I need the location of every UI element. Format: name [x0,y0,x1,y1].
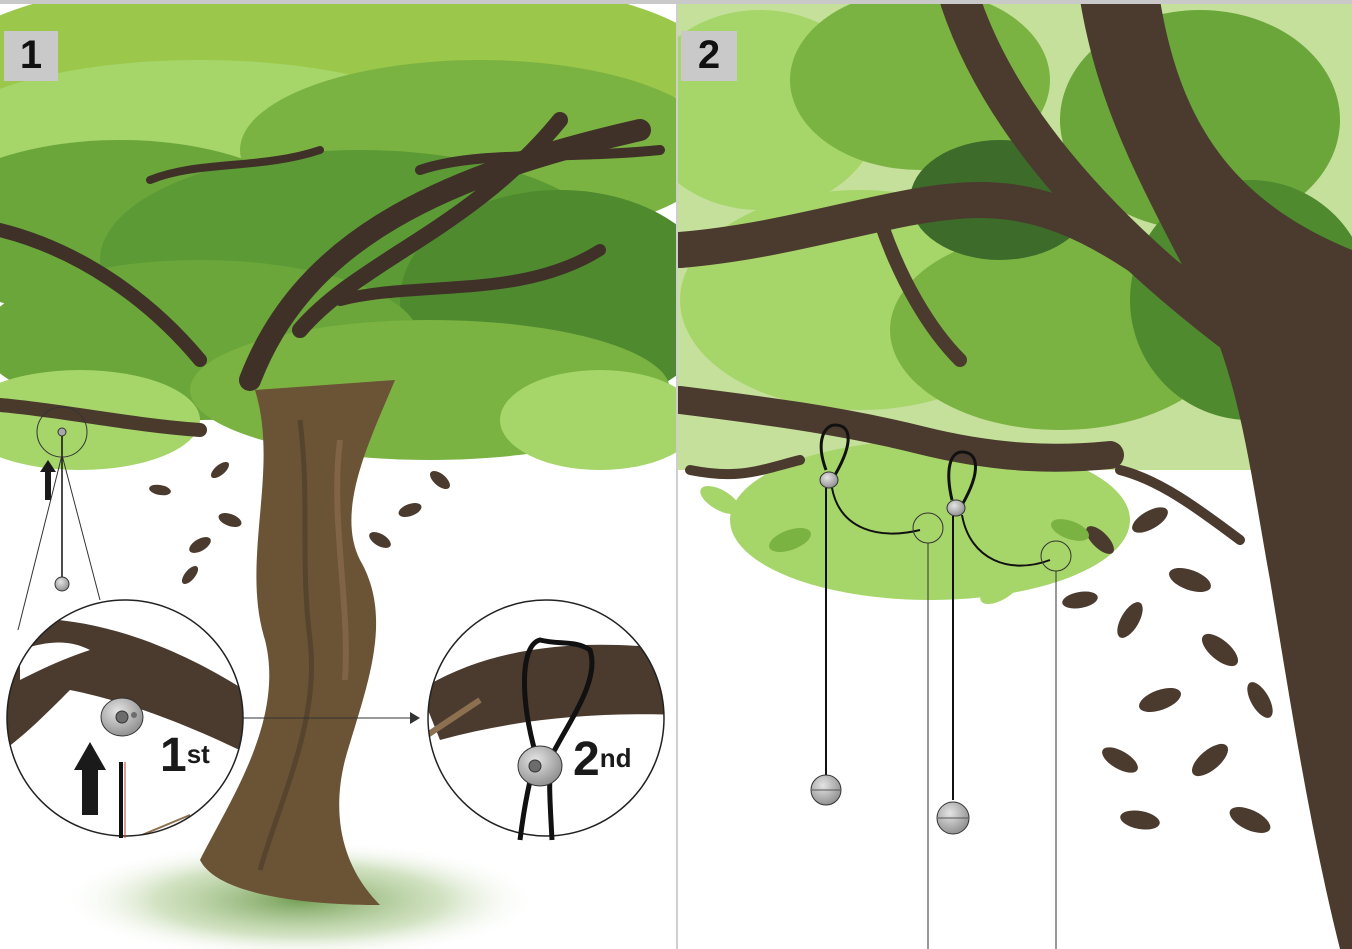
panel-2 [640,0,1352,949]
step-2-number: 2 [573,733,600,786]
callout-step-2 [420,600,680,840]
tree-trunk-panel-1 [200,380,395,905]
panel-1-number-badge: 1 [4,31,58,81]
step-1-number: 1 [160,729,187,782]
panel-1 [0,0,720,949]
callout-step-1 [0,600,260,840]
step-1-label: 1st [160,728,210,783]
panel-2-number-badge: 2 [681,31,737,81]
step-1-suffix: st [187,739,210,769]
step-2-suffix: nd [600,743,632,773]
step-2-label: 2nd [573,732,631,787]
